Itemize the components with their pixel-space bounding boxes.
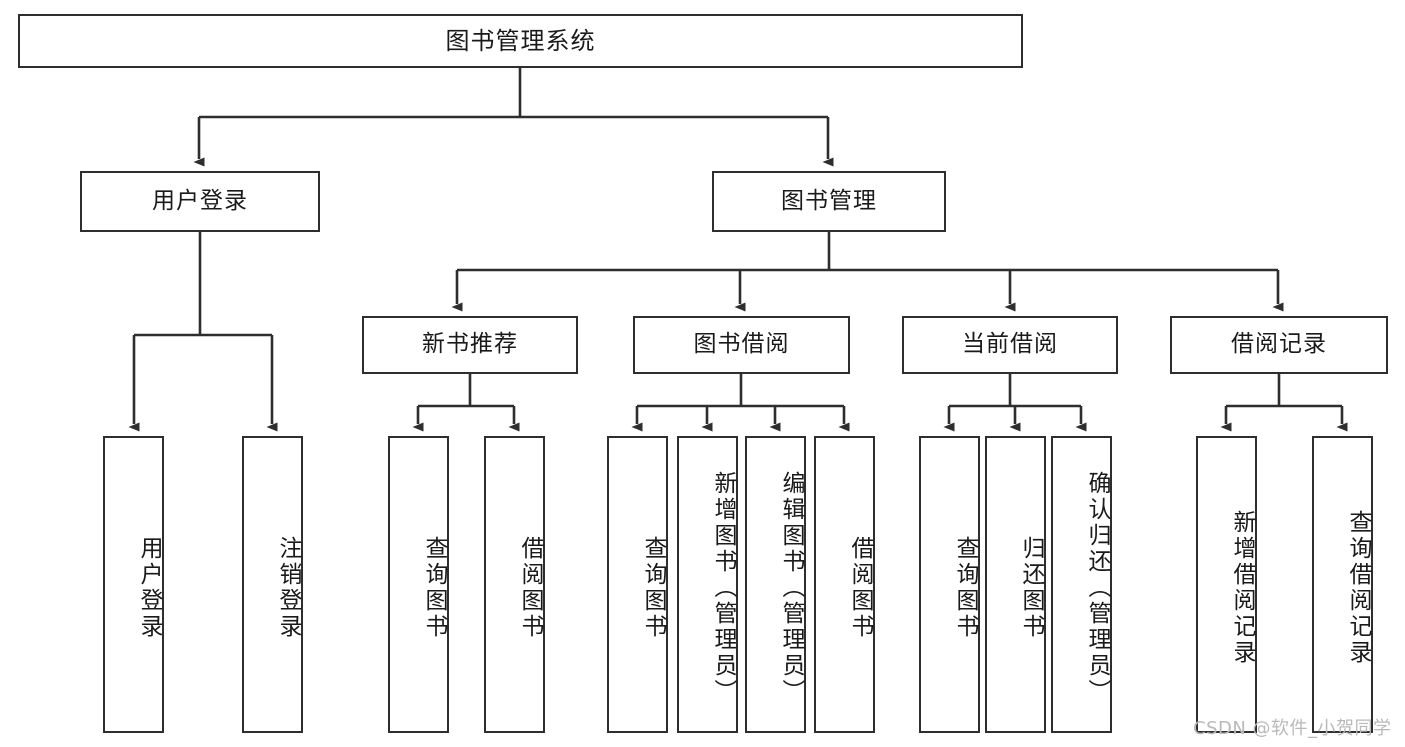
- node-book-borrow-label: 图书借阅: [693, 331, 790, 358]
- leaf-records-query-record[interactable]: 查询借阅记录: [1312, 436, 1373, 733]
- leaf-borrow-borrow-book-label: 借阅图书: [847, 535, 873, 640]
- leaf-newbook-borrow-book-label: 借阅图书: [517, 535, 543, 640]
- leaf-borrow-add-book-label: 新增图书（管理员）: [710, 470, 736, 705]
- leaf-borrow-add-book[interactable]: 新增图书（管理员）: [677, 436, 738, 733]
- leaf-current-return-book[interactable]: 归还图书: [985, 436, 1046, 733]
- node-new-book-recommend-label: 新书推荐: [422, 331, 518, 358]
- node-book-management[interactable]: 图书管理: [712, 171, 946, 232]
- node-current-borrow-label: 当前借阅: [962, 331, 1058, 358]
- leaf-records-add-record[interactable]: 新增借阅记录: [1196, 436, 1257, 733]
- leaf-newbook-query-book[interactable]: 查询图书: [388, 436, 449, 733]
- leaf-current-query-book-label: 查询图书: [952, 535, 978, 640]
- leaf-current-query-book[interactable]: 查询图书: [919, 436, 980, 733]
- node-new-book-recommend[interactable]: 新书推荐: [362, 316, 578, 374]
- leaf-borrow-edit-book[interactable]: 编辑图书（管理员）: [745, 436, 806, 733]
- node-root-label: 图书管理系统: [445, 26, 596, 55]
- leaf-borrow-edit-book-label: 编辑图书（管理员）: [778, 470, 804, 705]
- leaf-newbook-query-book-label: 查询图书: [421, 535, 447, 640]
- leaf-current-return-book-label: 归还图书: [1018, 535, 1044, 640]
- leaf-current-confirm-return[interactable]: 确认归还（管理员）: [1051, 436, 1112, 733]
- node-user-login[interactable]: 用户登录: [80, 171, 320, 232]
- leaf-borrow-borrow-book[interactable]: 借阅图书: [814, 436, 875, 733]
- leaf-user-logout[interactable]: 注销登录: [242, 436, 303, 733]
- watermark: CSDN @软件_小贺同学: [1193, 718, 1392, 739]
- node-user-login-label: 用户登录: [152, 187, 248, 214]
- leaf-records-add-record-label: 新增借阅记录: [1229, 509, 1255, 666]
- node-root[interactable]: 图书管理系统: [18, 14, 1023, 68]
- node-borrow-records-label: 借阅记录: [1231, 331, 1327, 358]
- leaf-newbook-borrow-book[interactable]: 借阅图书: [484, 436, 545, 733]
- leaf-records-query-record-label: 查询借阅记录: [1345, 509, 1371, 666]
- leaf-user-logout-label: 注销登录: [275, 535, 301, 640]
- node-book-borrow[interactable]: 图书借阅: [633, 316, 850, 374]
- leaf-borrow-query-book-label: 查询图书: [640, 535, 666, 640]
- leaf-borrow-query-book[interactable]: 查询图书: [607, 436, 668, 733]
- node-book-management-label: 图书管理: [781, 187, 877, 214]
- node-current-borrow[interactable]: 当前借阅: [902, 316, 1118, 374]
- leaf-user-login[interactable]: 用户登录: [103, 436, 164, 733]
- leaf-user-login-label: 用户登录: [136, 535, 162, 640]
- node-borrow-records[interactable]: 借阅记录: [1170, 316, 1388, 374]
- leaf-current-confirm-return-label: 确认归还（管理员）: [1084, 470, 1110, 705]
